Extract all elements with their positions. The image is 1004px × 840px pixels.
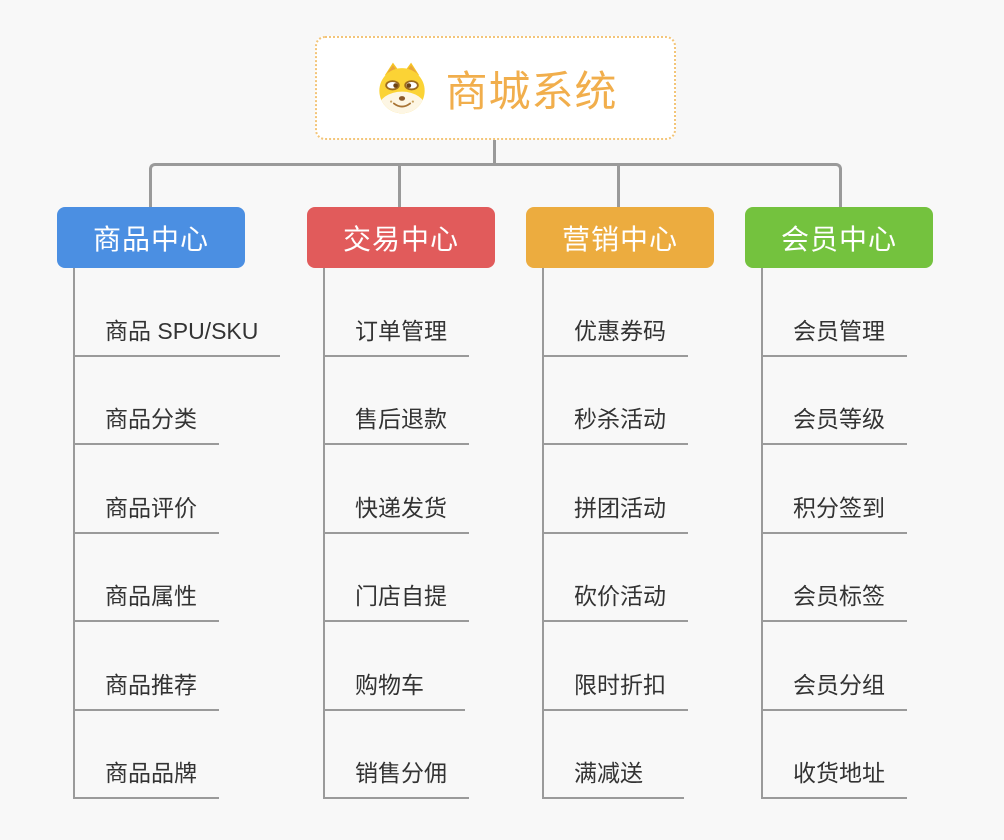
connector-bus-middle [399, 163, 619, 166]
branch-header-trade-center[interactable]: 交易中心 [307, 207, 495, 268]
branch-marketing-center: 营销中心 优惠券码 秒杀活动 拼团活动 砍价活动 限时折扣 满减送 [526, 207, 714, 799]
leaf-node[interactable]: 会员等级 [763, 357, 907, 445]
leaf-node[interactable]: 门店自提 [325, 534, 469, 622]
leaf-node[interactable]: 商品 SPU/SKU [75, 268, 281, 357]
root-node-mall-system[interactable]: 商城系统 [315, 36, 676, 140]
leaf-node[interactable]: 售后退款 [325, 357, 469, 445]
leaf-node[interactable]: 拼团活动 [544, 445, 688, 534]
leaf-node[interactable]: 会员管理 [763, 268, 907, 357]
connector-stub-branch-2 [398, 163, 401, 211]
leaf-node[interactable]: 会员分组 [763, 622, 907, 711]
leaf-node[interactable]: 限时折扣 [544, 622, 688, 711]
leaf-node[interactable]: 砍价活动 [544, 534, 688, 622]
leaf-node[interactable]: 销售分佣 [325, 711, 469, 799]
leaf-node[interactable]: 收货地址 [763, 711, 907, 799]
connector-elbow-right [618, 163, 842, 211]
leaf-node[interactable]: 会员标签 [763, 534, 907, 622]
root-node-title: 商城系统 [445, 67, 618, 115]
leaf-node[interactable]: 快递发货 [325, 445, 469, 534]
leaf-node[interactable]: 商品推荐 [75, 622, 219, 711]
doge-icon [379, 62, 426, 114]
leaf-node[interactable]: 优惠券码 [544, 268, 688, 357]
connector-stub-branch-3 [617, 163, 620, 211]
leaf-node[interactable]: 秒杀活动 [544, 357, 688, 445]
leaf-node[interactable]: 积分签到 [763, 445, 907, 534]
leaf-node[interactable]: 满减送 [544, 711, 684, 799]
branch-trade-center: 交易中心 订单管理 售后退款 快递发货 门店自提 购物车 销售分佣 [307, 207, 495, 799]
branch-member-center: 会员中心 会员管理 会员等级 积分签到 会员标签 会员分组 收货地址 [745, 207, 933, 799]
branch-items-product-center: 商品 SPU/SKU 商品分类 商品评价 商品属性 商品推荐 商品品牌 [73, 268, 281, 799]
leaf-node[interactable]: 商品分类 [75, 357, 219, 445]
branch-product-center: 商品中心 商品 SPU/SKU 商品分类 商品评价 商品属性 商品推荐 商品品牌 [57, 207, 281, 799]
connector-root-stub [493, 140, 496, 165]
branch-header-product-center[interactable]: 商品中心 [57, 207, 245, 268]
leaf-node[interactable]: 商品属性 [75, 534, 219, 622]
branch-items-marketing-center: 优惠券码 秒杀活动 拼团活动 砍价活动 限时折扣 满减送 [542, 268, 688, 799]
branch-items-member-center: 会员管理 会员等级 积分签到 会员标签 会员分组 收货地址 [761, 268, 907, 799]
branch-items-trade-center: 订单管理 售后退款 快递发货 门店自提 购物车 销售分佣 [323, 268, 469, 799]
leaf-node[interactable]: 购物车 [325, 622, 465, 711]
leaf-node[interactable]: 商品品牌 [75, 711, 219, 799]
leaf-node[interactable]: 订单管理 [325, 268, 469, 357]
connector-elbow-left [149, 163, 400, 211]
branch-header-marketing-center[interactable]: 营销中心 [526, 207, 714, 268]
branch-header-member-center[interactable]: 会员中心 [745, 207, 933, 268]
leaf-node[interactable]: 商品评价 [75, 445, 219, 534]
